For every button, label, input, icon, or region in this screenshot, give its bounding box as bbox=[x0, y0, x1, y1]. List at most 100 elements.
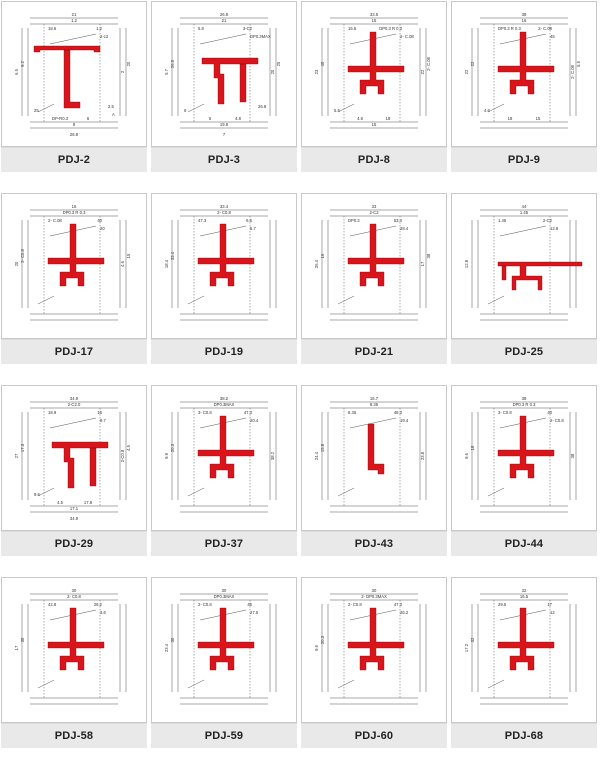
profile-code-label[interactable]: PDJ-25 bbox=[451, 339, 597, 364]
dimension-lines bbox=[321, 209, 427, 321]
dimension-label: 9.6 bbox=[34, 492, 40, 497]
dimension-label: 45 bbox=[247, 602, 252, 607]
dimension-label: 17.2 bbox=[464, 643, 469, 652]
dimension-label: 2- DP0.3MAX bbox=[361, 594, 387, 599]
dimension-label: 12.8 bbox=[550, 226, 559, 231]
dimension-label: 33.4 bbox=[220, 204, 229, 209]
dimension-label: 3- C0.8 bbox=[498, 410, 512, 415]
profile-code-label[interactable]: PDJ-21 bbox=[301, 339, 447, 364]
dimension-label: 8.35 bbox=[370, 402, 379, 407]
profile-code-label[interactable]: PDJ-3 bbox=[151, 147, 297, 172]
dimension-label: 15 bbox=[372, 18, 377, 23]
profile-code-label[interactable]: PDJ-8 bbox=[301, 147, 447, 172]
dimension-label: 26.5 bbox=[170, 59, 175, 68]
dimension-label: DP-R0.3 bbox=[52, 116, 69, 121]
dimension-label: 17 bbox=[420, 261, 425, 266]
dimension-label: 9 bbox=[73, 122, 76, 127]
dimension-lines bbox=[171, 593, 277, 705]
dimension-label: 5.5 bbox=[334, 108, 340, 113]
dimension-lines bbox=[321, 593, 427, 705]
dimension-label: 38 bbox=[426, 253, 431, 258]
dimension-label: 15 bbox=[536, 116, 541, 121]
dimension-lines bbox=[171, 209, 277, 321]
dimension-label: 4.6 bbox=[484, 108, 490, 113]
profile-code-label[interactable]: PDJ-44 bbox=[451, 531, 597, 556]
dimension-label: A bbox=[112, 112, 115, 117]
profile-section-shape bbox=[197, 607, 255, 671]
dimension-label: 42.8 bbox=[48, 602, 57, 607]
dimension-label: 3-C2 bbox=[243, 26, 253, 31]
dimension-label: 53.4 bbox=[394, 218, 403, 223]
dimension-label: 9.2 bbox=[20, 60, 25, 66]
dimension-label: 23 bbox=[314, 69, 319, 74]
dimension-label: 22 bbox=[470, 61, 475, 66]
dimension-label: 2- C.08 bbox=[570, 64, 575, 78]
profile-code-label[interactable]: PDJ-17 bbox=[1, 339, 147, 364]
dimension-lines bbox=[21, 209, 127, 321]
dimension-label: 12.8 bbox=[464, 259, 469, 268]
profile-code-label[interactable]: PDJ-59 bbox=[151, 723, 297, 748]
profile-code-label[interactable]: PDJ-19 bbox=[151, 339, 297, 364]
dimension-label: 16 bbox=[522, 18, 527, 23]
dimension-label: 33.4 bbox=[170, 251, 175, 260]
dimension-label: 18 bbox=[386, 116, 391, 121]
dimension-label: 4.5 bbox=[126, 444, 131, 450]
profile-code-label[interactable]: PDJ-43 bbox=[301, 531, 447, 556]
profile-code-label[interactable]: PDJ-9 bbox=[451, 147, 597, 172]
profile-code-label[interactable]: PDJ-2 bbox=[1, 147, 147, 172]
dimension-label: 2- C0.8 bbox=[67, 594, 81, 599]
dimension-label: 20 bbox=[14, 261, 19, 266]
dimension-label: 22 bbox=[464, 69, 469, 74]
dimension-lines bbox=[471, 209, 577, 321]
profile-code-label[interactable]: PDJ-60 bbox=[301, 723, 447, 748]
dimension-lines bbox=[321, 401, 427, 513]
profile-code-label[interactable]: PDJ-68 bbox=[451, 723, 597, 748]
profile-code-label[interactable]: PDJ-58 bbox=[1, 723, 147, 748]
dimension-label: 4.6 bbox=[120, 260, 125, 266]
dimension-label: 30 bbox=[20, 637, 25, 642]
profile-code-label[interactable]: PDJ-37 bbox=[151, 531, 297, 556]
profile-code-label[interactable]: PDJ-29 bbox=[1, 531, 147, 556]
dimension-label: 34.9 bbox=[70, 396, 79, 401]
dimension-label: 45 bbox=[550, 34, 555, 39]
